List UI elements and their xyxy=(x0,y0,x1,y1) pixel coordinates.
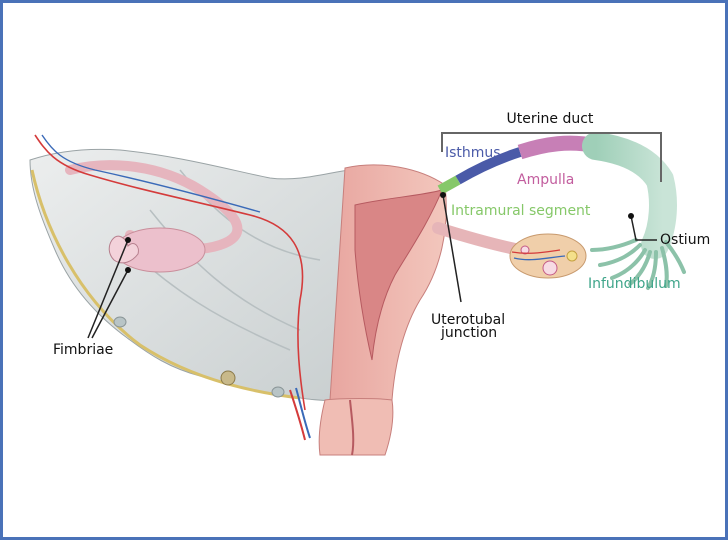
label-uterine-duct: Uterine duct xyxy=(507,111,594,127)
intramural-segment-tube xyxy=(437,175,461,195)
follicle xyxy=(520,245,530,255)
cervix xyxy=(318,398,394,456)
label-uterotubal-line2: junction xyxy=(440,325,497,341)
uterine-cavity xyxy=(354,189,443,361)
nodule xyxy=(271,386,285,398)
label-ampulla: Ampulla xyxy=(517,172,574,188)
infundibulum-fimbriae xyxy=(590,238,686,290)
blood-vessel-blue xyxy=(41,134,261,213)
ovary-vessel xyxy=(511,249,561,254)
label-infundibulum: Infundibulum xyxy=(588,276,681,292)
label-isthmus: Isthmus xyxy=(445,145,501,161)
nodule xyxy=(220,370,236,386)
follicle xyxy=(566,250,578,262)
blood-vessel-blue-bottom xyxy=(295,387,311,439)
label-intramural-segment: Intramural segment xyxy=(451,203,591,219)
label-fimbriae: Fimbriae xyxy=(53,342,113,358)
blood-vessel-red xyxy=(34,134,306,411)
ligament-edge xyxy=(30,169,301,400)
label-uterotubal-line1: Uterotubal xyxy=(431,312,505,328)
infundibulum-tube xyxy=(582,132,677,259)
ovary-vessel xyxy=(513,255,566,261)
right-ovary xyxy=(509,233,587,279)
label-ostium: Ostium xyxy=(660,232,710,248)
isthmus-tube xyxy=(455,147,522,185)
cervical-canal xyxy=(349,399,355,456)
nodule xyxy=(113,316,127,328)
uterine-duct-bracket xyxy=(441,132,662,182)
follicle xyxy=(542,260,558,276)
blood-vessel-red-bottom xyxy=(289,389,306,441)
leader-lines xyxy=(87,192,657,339)
